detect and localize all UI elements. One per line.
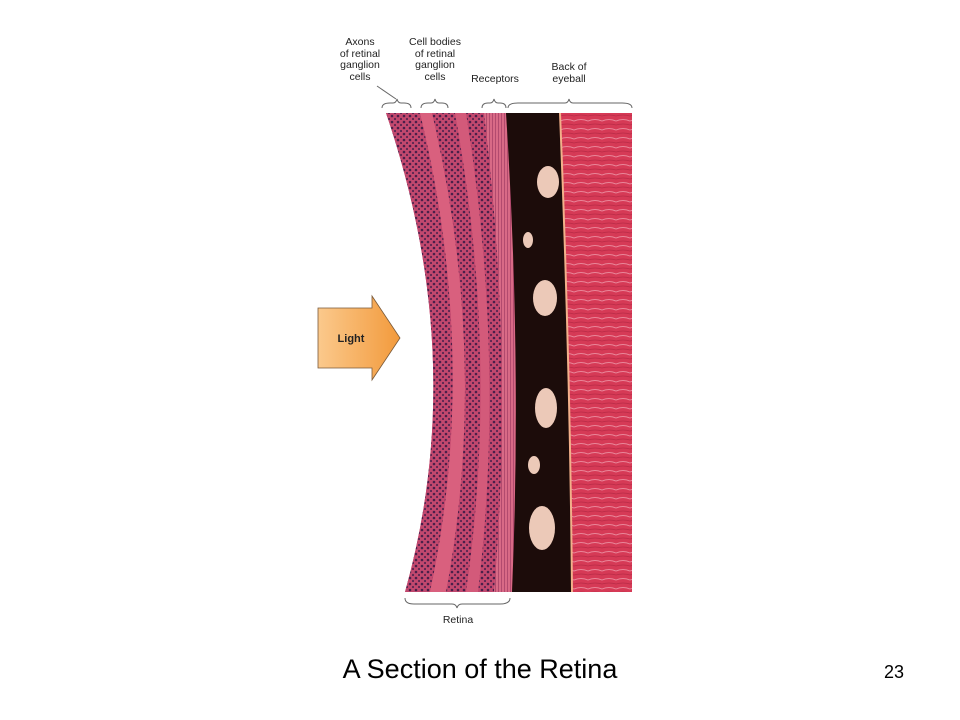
cell-bodies-bracket — [420, 98, 449, 109]
cell-bodies-label: Cell bodies of retinal ganglion cells — [409, 36, 461, 83]
slide-title: A Section of the Retina — [342, 654, 618, 684]
axons-label: Axons of retinal ganglion cells — [339, 36, 381, 83]
choroid-vessels — [523, 166, 559, 550]
retina-label: Retina — [442, 614, 474, 626]
receptor-layer — [466, 113, 502, 592]
top-brackets — [376, 85, 633, 109]
light-arrow — [317, 294, 401, 382]
axons-leader-line — [376, 85, 397, 100]
retina-bracket — [404, 597, 511, 609]
page-number: 23 — [883, 662, 904, 682]
tissue-section — [386, 112, 632, 593]
back-of-eyeball-label: Back of eyeball — [551, 61, 587, 85]
pigment-layer — [506, 113, 572, 592]
light-label: Light — [338, 333, 365, 345]
back-of-eyeball-bracket — [507, 98, 633, 109]
receptors-label: Receptors — [471, 73, 519, 85]
axons-bracket — [381, 98, 412, 109]
back-of-eyeball-tissue — [560, 113, 632, 592]
receptors-bracket — [481, 98, 507, 109]
ganglion-cell-layer — [386, 113, 453, 592]
